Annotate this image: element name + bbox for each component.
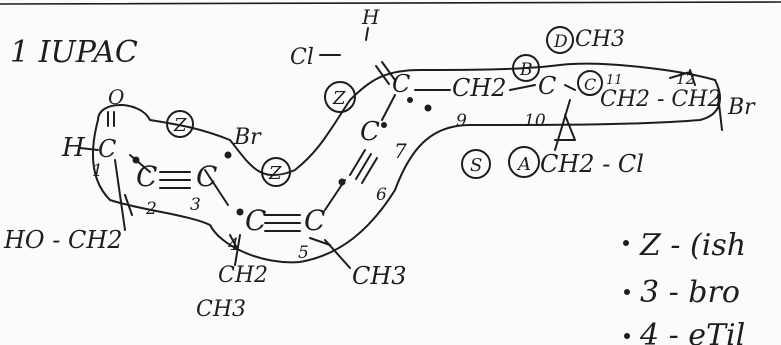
wedge-c10 [554,114,576,141]
bullet-1 [623,240,629,246]
label-h-top: H [361,5,380,29]
ring-c: C [584,75,596,94]
note-2: 3 - bro [640,275,740,310]
label-c1: C [98,135,116,163]
label-h: H [61,133,86,163]
triple-bond-c4-c5 [264,214,301,232]
circle-z-2 [261,157,291,187]
circle-s [461,149,491,179]
ring-s: S [470,155,482,176]
label-c10: C [538,72,556,100]
label-c7: C [360,117,380,147]
label-ch3-c5: CH3 [352,262,407,290]
label-ch2-c4: CH2 [218,263,268,288]
dot-c9 [424,104,432,112]
label-ch3-bottom: CH3 [196,297,246,322]
num-2: 2 [145,199,157,219]
ring-z-2: Z [268,163,282,184]
ring-z-1: Z [173,115,187,136]
dot-c3 [224,151,232,159]
label-br-upper: Br [233,125,262,150]
bullet-3 [624,333,630,339]
bond-c3-c4 [204,169,229,206]
tick-12 [689,69,696,86]
title: 1 IUPAC [10,35,138,70]
ring-z-3: Z [332,88,346,109]
num-12: 12 [676,70,695,88]
bond-h-c1 [79,147,99,151]
dot-c1 [132,156,140,164]
bond-c9-c10 [509,84,536,91]
label-br-right: Br [727,95,756,120]
num-11: 11 [606,73,623,88]
num-1: 1 [92,161,103,181]
num-7: 7 [394,139,407,163]
bond-c1-ho [114,159,126,231]
label-ho-ch2: HO - CH2 [3,226,123,254]
circle-b [512,54,540,82]
circle-z-3 [324,81,356,113]
dot-c8 [407,97,413,103]
bond-h-c [365,27,369,41]
bullet-2 [624,289,630,295]
bond-c10-down [554,99,571,151]
note-3: 4 - eTil [639,318,745,345]
dot-c7 [381,122,387,128]
label-o: O [108,85,124,109]
circle-z-1 [166,110,194,138]
bond-c8-top [375,61,396,85]
label-ch2-ch2: CH2 - CH2 [600,87,721,112]
label-c2: C [136,160,157,193]
num-3: 3 [190,195,201,215]
circle-d [546,26,574,54]
label-c8: C [392,70,410,98]
circle-a [508,146,540,178]
num-4: 4 [227,235,239,255]
tick-5 [309,237,331,246]
label-c5: C [304,204,325,237]
bond-ch2-br [717,94,723,131]
ring-d: D [553,32,568,52]
num-6: 6 [376,185,387,205]
arrow-12 [669,71,691,79]
dot-c4 [236,208,244,216]
triple-bond-c2-c3 [159,171,191,189]
label-cl-top: Cl [290,45,314,70]
triple-bond-c6-c7 [349,149,378,184]
note-1: Z - (ish [639,228,746,263]
bond-c10-ch2 [564,84,576,91]
bond-c7-c8 [381,94,396,121]
ring-a: A [516,154,531,175]
bond-c1-o [107,111,115,127]
label-ch2-cl: CH2 - Cl [540,150,644,178]
tick-4 [229,234,239,251]
top-rule [0,1,781,5]
dot-c6 [338,178,346,186]
num-10: 10 [524,111,546,131]
label-c3: C [196,160,217,193]
num-5: 5 [298,243,309,263]
chain-outline [92,62,721,264]
tick-2 [124,194,133,216]
label-c9: CH2 [452,74,507,102]
ring-b: B [519,60,533,80]
num-9: 9 [456,111,467,131]
label-c4: C [245,204,266,237]
circle-c [577,70,603,96]
label-ch3-d: CH3 [575,27,625,52]
